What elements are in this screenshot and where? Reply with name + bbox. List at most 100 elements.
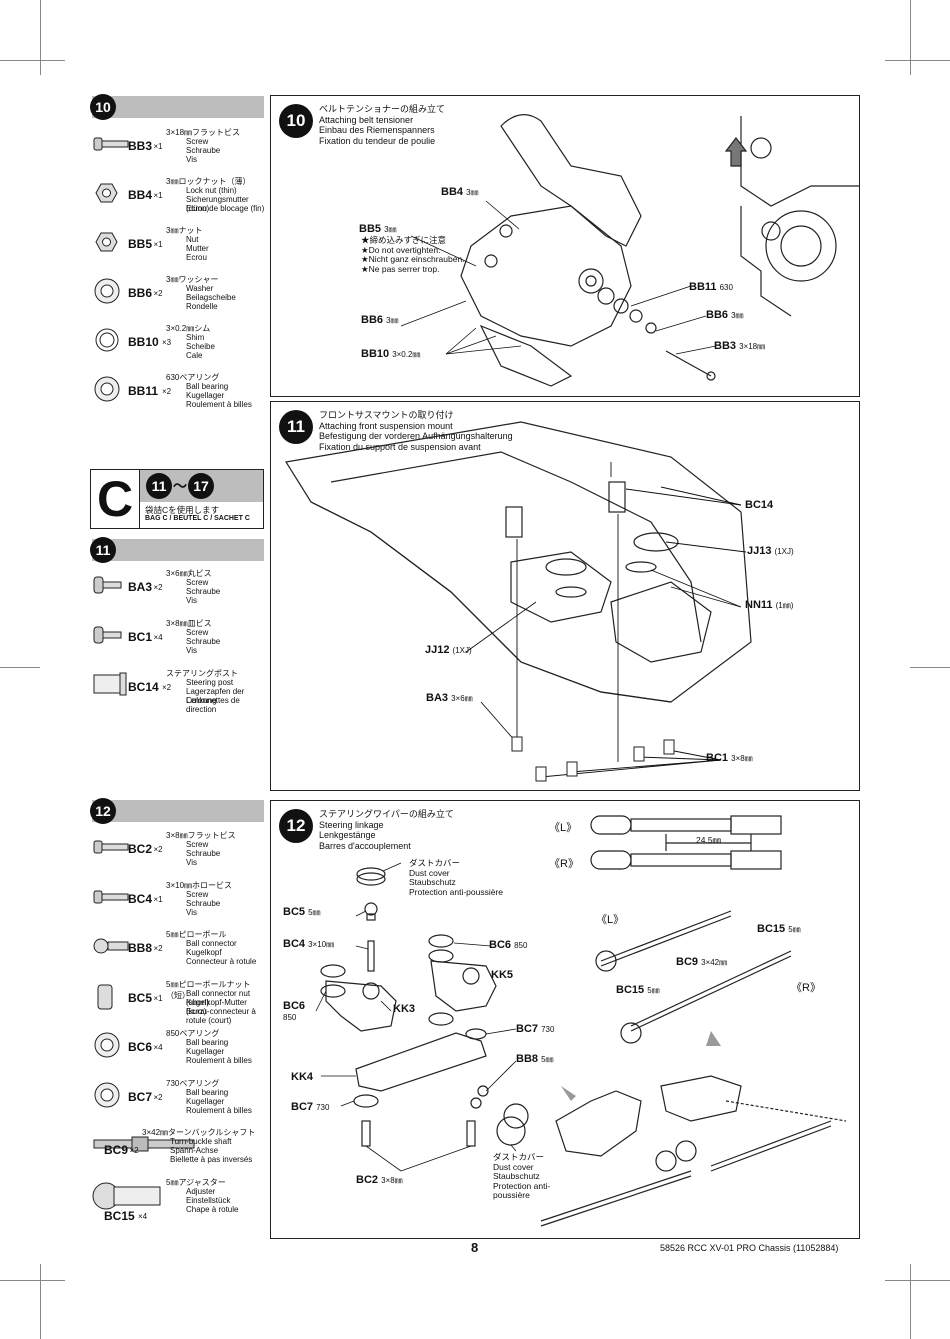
label-bb6: BB6 3㎜ [361, 314, 399, 326]
part-name: Ball bearing [186, 1038, 229, 1047]
title-fr: Barres d'accouplement [319, 840, 411, 851]
part-code: BA3 [128, 580, 153, 594]
bag-jp: 袋詰Cを使用します [145, 505, 220, 515]
panel-11-title: フロントサスマウントの取り付け Attaching front suspensi… [319, 410, 513, 452]
part-icon-bc7 [94, 1082, 120, 1107]
part-name: Screw [186, 889, 209, 899]
label-bc7-left: BC7 730 [291, 1101, 330, 1113]
step-11-panel: 11 フロントサスマウントの取り付け Attaching front suspe… [270, 401, 860, 791]
part-size-jp: 5㎜ピローボール [166, 930, 227, 939]
part-name: Cale [186, 351, 203, 360]
part-size-jp: 3×0.2㎜シム [166, 324, 211, 333]
part-code: BB10 [128, 335, 159, 349]
part-code: BC15 [104, 1208, 135, 1223]
label-bb3: BB3 3×18㎜ [714, 340, 766, 352]
title-de: Einbau des Riemenspanners [319, 125, 435, 135]
label-bc7-right: BC7 730 [516, 1023, 555, 1035]
part-icon-ba3 [93, 576, 122, 594]
part-name: Screw [186, 578, 209, 587]
part-name: Ball bearing [186, 382, 229, 391]
panel-10-number: 10 [279, 104, 313, 138]
label-kk3: KK3 [393, 1003, 416, 1015]
part-name: Ball bearing [186, 1087, 229, 1097]
rod-length-dimension: 24.5㎜ [696, 835, 722, 845]
part-qty: ×2 [153, 289, 163, 298]
part-name: Chape à rotule [186, 1204, 239, 1214]
crop-mark [910, 667, 950, 668]
step-11-number: 11 [90, 537, 116, 563]
label-bc14: BC14 [745, 499, 774, 511]
part-qty: ×2 [153, 944, 163, 953]
part-qty: ×1 [153, 993, 163, 1003]
step-10-panel: 10 ベルトテンショナーの組み立て Attaching belt tension… [270, 95, 860, 397]
part-name: Adjuster [186, 1186, 216, 1196]
part-qty: ×4 [138, 1211, 148, 1221]
crop-mark [0, 667, 40, 668]
part-qty: ×1 [153, 142, 163, 151]
part-name: Vis [186, 858, 197, 867]
label-kk4: KK4 [291, 1071, 314, 1083]
part-size-jp: 3㎜ナット [166, 226, 203, 235]
part-name: Screw [186, 137, 209, 146]
crop-mark [885, 60, 950, 61]
part-qty: ×2 [129, 1146, 139, 1155]
part-name: Einstellstück [186, 1195, 231, 1205]
step-10-header-band [92, 96, 264, 118]
part-size-jp: 5㎜ピローボールナット（短） [166, 979, 251, 1000]
part-name: Schraube [186, 587, 221, 596]
part-size-jp: 3×18㎜フラットビス [166, 128, 241, 137]
part-name: Steering post [186, 678, 234, 687]
crop-mark [40, 1264, 41, 1339]
label-jj12: JJ12 (1XJ) [425, 644, 472, 656]
label-nn11: NN11 (1㎜) [745, 599, 794, 611]
part-qty: ×2 [153, 583, 163, 592]
title-en: Steering linkage [319, 819, 384, 830]
part-name: Kugelkopf-Mutter (kurz) [186, 997, 247, 1016]
part-qty: ×4 [153, 633, 163, 642]
part-name: Kugelkopf [186, 948, 222, 957]
part-name: Mutter [186, 244, 209, 253]
part-name: Ecrou-connecteur à [186, 1006, 256, 1016]
bag-range-tilde: ～ [173, 478, 187, 494]
label-bc2: BC2 3×8㎜ [356, 1174, 403, 1186]
front-suspension-drawing [285, 421, 752, 782]
part-name: Kugellager [186, 1047, 225, 1056]
label-left-rod: 《L》 [549, 822, 578, 834]
part-code: BC1 [128, 630, 153, 644]
label-bb5: BB5 3㎜ [359, 223, 397, 235]
part-name: Scheibe [186, 342, 215, 351]
step-11-header-band [92, 539, 264, 561]
label-right-assembly: 《R》 [791, 982, 821, 994]
part-icon-bb11 [94, 376, 120, 402]
page-number: 8 [471, 1240, 479, 1255]
part-name: Washer [186, 284, 214, 293]
part-icon-bb3 [93, 137, 129, 151]
title-fr: Fixation du support de suspension avant [319, 441, 481, 452]
part-name: Rondelle [186, 302, 218, 311]
part-name: Schraube [186, 637, 221, 646]
part-icon-bb10 [95, 328, 119, 352]
belt-tensioner-drawing [400, 114, 859, 387]
label-ba3: BA3 3×6㎜ [426, 692, 473, 704]
part-name: Lagerzapfen der Lenkung [186, 687, 245, 705]
part-qty: ×2 [153, 1092, 163, 1102]
label-kk5: KK5 [491, 969, 514, 981]
label-bb10: BB10 3×0.2㎜ [361, 348, 421, 360]
part-icon-bb4 [95, 183, 118, 203]
part-icon-bc9 [93, 1136, 195, 1152]
part-qty: ×1 [153, 191, 163, 200]
part-name: Sicherungsmutter (dünn) [186, 195, 249, 213]
part-size-jp: 5㎜アジャスター [166, 1177, 226, 1187]
